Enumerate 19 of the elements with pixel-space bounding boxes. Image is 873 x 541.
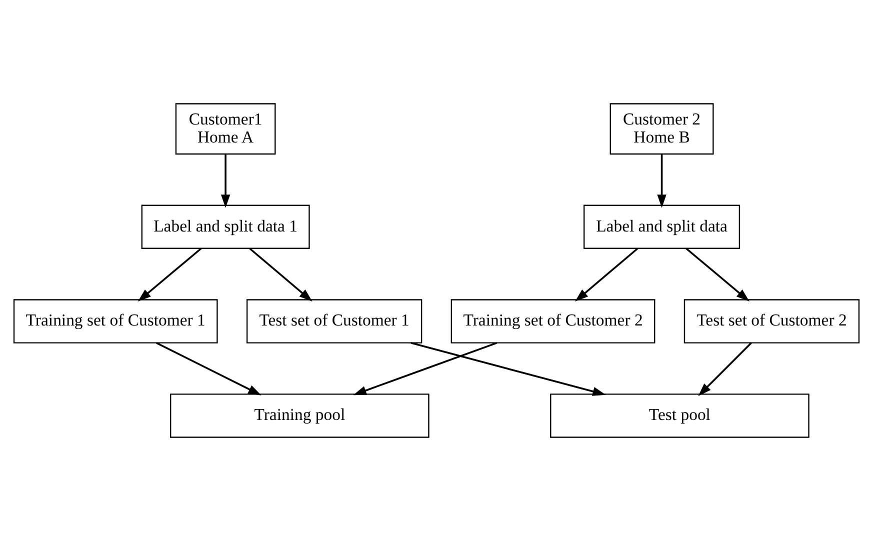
arrow bbox=[575, 248, 638, 302]
arrow bbox=[249, 248, 312, 302]
node-box: Test set of Customer 1 bbox=[246, 299, 422, 344]
node-box: Customer 2 Home B bbox=[610, 103, 714, 155]
arrow bbox=[220, 154, 230, 208]
node-box: Training pool bbox=[170, 394, 430, 438]
arrow bbox=[138, 248, 202, 302]
node-box: Customer1 Home A bbox=[175, 103, 276, 155]
arrow bbox=[156, 342, 262, 396]
node-box: Training set of Customer 2 bbox=[450, 299, 656, 344]
node-box: Test set of Customer 2 bbox=[684, 299, 860, 344]
node-box: Training set of Customer 1 bbox=[13, 299, 218, 344]
arrow bbox=[686, 248, 750, 302]
arrow bbox=[657, 154, 666, 208]
node-box: Label and split data 1 bbox=[141, 204, 310, 249]
arrow bbox=[698, 342, 752, 396]
node-box: Label and split data bbox=[584, 204, 740, 249]
arrow bbox=[410, 342, 606, 396]
node-box: Test pool bbox=[550, 394, 810, 438]
